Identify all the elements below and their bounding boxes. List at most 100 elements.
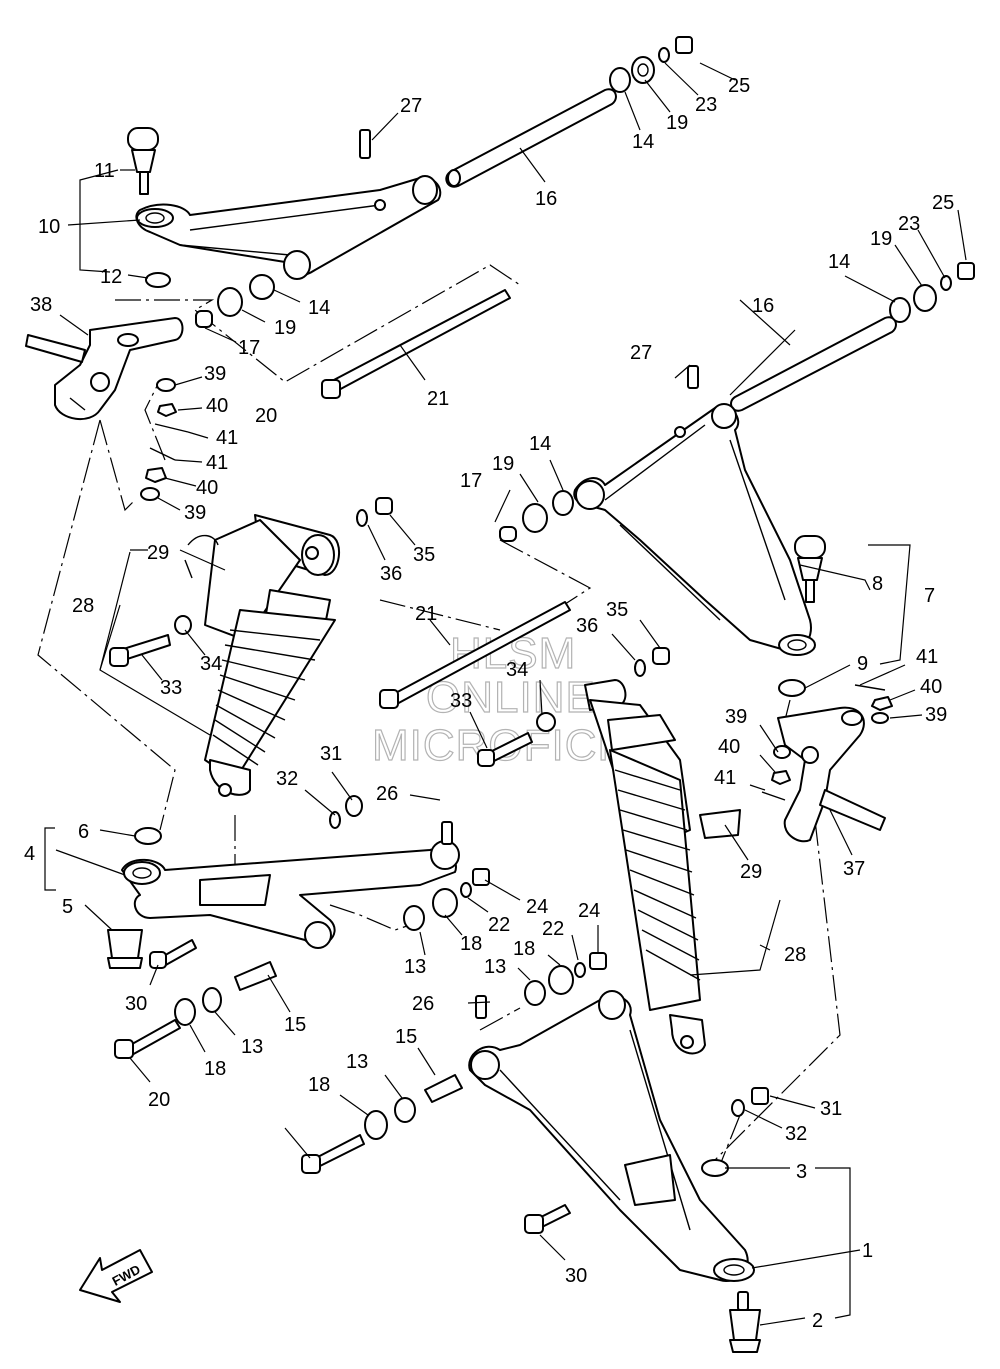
callout-13-d: 13: [346, 1051, 368, 1073]
callout-36-b: 36: [576, 615, 598, 637]
lower-arm-left[interactable]: [121, 840, 460, 949]
callout-19-a: 19: [666, 112, 688, 134]
callout-13-c: 13: [484, 956, 506, 978]
callout-20-a: 20: [255, 405, 277, 427]
callout-32-a: 32: [276, 768, 298, 790]
callout-41-a: 41: [216, 427, 238, 449]
bushing-set-mid-left[interactable]: [195, 274, 275, 328]
upper-arm-right[interactable]: [573, 403, 816, 656]
bolt-21-upper[interactable]: [321, 289, 511, 399]
callout-6: 6: [78, 821, 89, 843]
bushing-set-lower-left[interactable]: [403, 868, 490, 931]
callout-7: 7: [924, 585, 935, 607]
callout-27-a: 27: [400, 95, 422, 117]
callout-15-b: 15: [395, 1026, 417, 1048]
callout-19-d: 19: [492, 453, 514, 475]
ball-joint-upper-right[interactable]: [794, 535, 826, 603]
callout-34-a: 34: [200, 653, 222, 675]
callout-33-b: 33: [450, 690, 472, 712]
callout-40-d: 40: [920, 676, 942, 698]
callout-14-d: 14: [529, 433, 551, 455]
callout-20-b: 20: [148, 1089, 170, 1111]
callout-22-a: 22: [488, 914, 510, 936]
callout-36-a: 36: [380, 563, 402, 585]
ball-joint-upper-left[interactable]: [127, 127, 159, 195]
callout-19-c: 19: [870, 228, 892, 250]
callout-18-d: 18: [308, 1074, 330, 1096]
hardware-right[interactable]: [761, 684, 893, 801]
callout-32-b: 32: [785, 1123, 807, 1145]
grease-nipple-upper-right[interactable]: [687, 365, 699, 389]
callout-9: 9: [857, 653, 868, 675]
bushing-set-upper-left[interactable]: [609, 36, 693, 93]
shock-hardware-right[interactable]: [477, 647, 670, 767]
callout-40-a: 40: [206, 395, 228, 417]
callout-18-c: 18: [513, 938, 535, 960]
callout-34-b: 34: [506, 659, 528, 681]
pivot-shaft-upper-right[interactable]: [730, 316, 897, 412]
callout-29-a: 29: [147, 542, 169, 564]
callout-23-a: 23: [695, 94, 717, 116]
callout-23-b: 23: [898, 213, 920, 235]
callout-31-a: 31: [320, 743, 342, 765]
callout-28-a: 28: [72, 595, 94, 617]
callout-19-b: 19: [274, 317, 296, 339]
callout-41-c: 41: [714, 767, 736, 789]
bushing-set-upper-right[interactable]: [889, 262, 975, 323]
callout-3: 3: [796, 1161, 807, 1183]
callout-39-d: 39: [925, 704, 947, 726]
callout-24-a: 24: [526, 896, 548, 918]
callout-17-a: 17: [238, 337, 260, 359]
callout-8: 8: [872, 573, 883, 595]
callout-18-b: 18: [204, 1058, 226, 1080]
callout-30-b: 30: [565, 1265, 587, 1287]
callout-33-a: 33: [160, 677, 182, 699]
knuckle-right[interactable]: [777, 706, 886, 843]
callout-1: 1: [862, 1240, 873, 1262]
callout-5: 5: [62, 896, 73, 918]
shock-absorber-left[interactable]: [204, 514, 341, 797]
callout-11: 11: [94, 160, 115, 182]
callout-40-b: 40: [196, 477, 218, 499]
lower-arm-right[interactable]: [468, 990, 755, 1282]
pivot-shaft-upper-left[interactable]: [445, 88, 617, 188]
callout-15-a: 15: [284, 1014, 306, 1036]
callout-29-b: 29: [740, 861, 762, 883]
callout-12: 12: [100, 266, 122, 288]
callout-25-b: 25: [932, 192, 954, 214]
bolt-21-lower[interactable]: [379, 601, 571, 709]
callout-labels: 1 2 3 4 5 6 7 8 9 10 11 12 13 13 13 13 1…: [24, 75, 954, 1332]
callout-13-a: 13: [404, 956, 426, 978]
callout-35-a: 35: [413, 544, 435, 566]
grease-nipple-upper-left[interactable]: [359, 129, 371, 159]
callout-30-a: 30: [125, 993, 147, 1015]
callout-26-b: 26: [412, 993, 434, 1015]
callout-16-b: 16: [752, 295, 774, 317]
shock-absorber-right[interactable]: [584, 679, 741, 1055]
callout-21-a: 21: [427, 388, 449, 410]
callout-2: 2: [812, 1310, 823, 1332]
watermark-line-2: ONLINE: [426, 673, 596, 722]
callout-26-a: 26: [376, 783, 398, 805]
upper-arm-left[interactable]: [135, 175, 442, 280]
lower-right-hardware[interactable]: [301, 952, 769, 1353]
shock-hardware-left[interactable]: [109, 497, 393, 667]
circlip-upper-left[interactable]: [145, 272, 171, 288]
leader-lines: [44, 62, 967, 1326]
callout-41-b: 41: [206, 452, 228, 474]
circlip-upper-right[interactable]: [778, 679, 806, 697]
callout-31-b: 31: [820, 1098, 842, 1120]
callout-25-a: 25: [728, 75, 750, 97]
callout-13-b: 13: [241, 1036, 263, 1058]
callout-21-b: 21: [415, 603, 437, 625]
callout-40-c: 40: [718, 736, 740, 758]
lower-left-hardware[interactable]: [107, 795, 453, 1059]
callout-18-a: 18: [460, 933, 482, 955]
hardware-left-upper[interactable]: [140, 378, 189, 501]
bushing-set-mid-right[interactable]: [499, 490, 574, 542]
callout-27-b: 27: [630, 342, 652, 364]
knuckle-left[interactable]: [25, 317, 184, 421]
callout-39-c: 39: [725, 706, 747, 728]
callout-35-b: 35: [606, 599, 628, 621]
